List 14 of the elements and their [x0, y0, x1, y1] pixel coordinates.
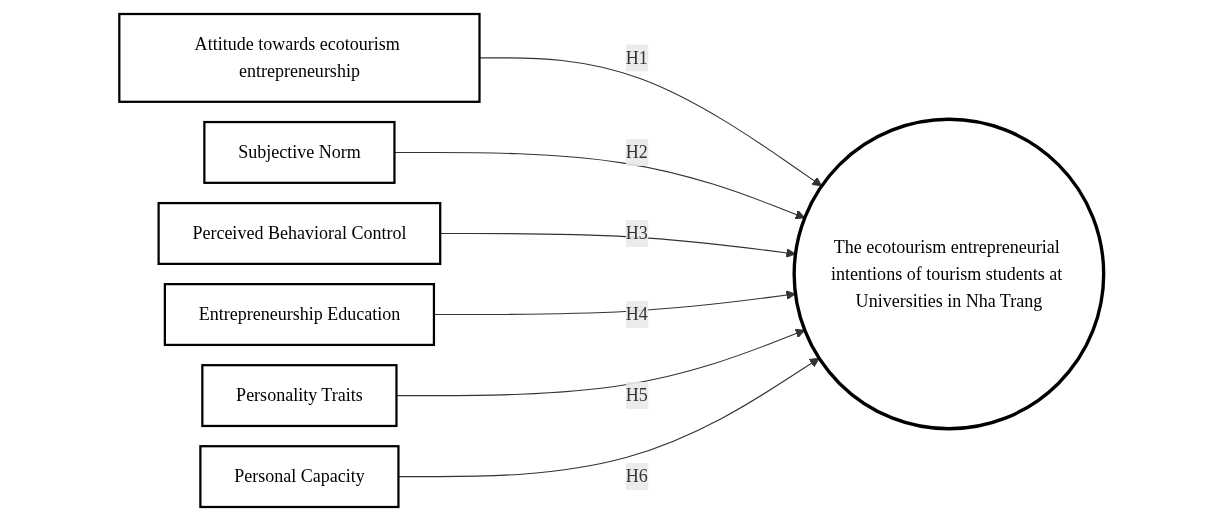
- node-box: Subjective Norm: [203, 120, 396, 184]
- node-box: Attitude towards ecotourism entrepreneurship: [118, 12, 481, 103]
- edge-label: H3: [625, 223, 648, 243]
- node-box: Entrepreneurship Education: [163, 283, 436, 347]
- edge-label: H4: [625, 304, 648, 324]
- node-box: Personal Capacity: [199, 445, 400, 509]
- edge-label: H2: [625, 142, 648, 162]
- node-box: Perceived Behavioral Control: [157, 201, 442, 265]
- node-circle: The ecotourism entrepreneurial intentions of tourism students at Universities in Nha Trang: [792, 117, 1106, 431]
- arrow: [433, 290, 796, 316]
- edge-label: H1: [625, 47, 648, 67]
- node-box: Personality Traits: [201, 364, 398, 428]
- edge-label: H6: [625, 466, 648, 486]
- edge-label: H5: [625, 385, 648, 405]
